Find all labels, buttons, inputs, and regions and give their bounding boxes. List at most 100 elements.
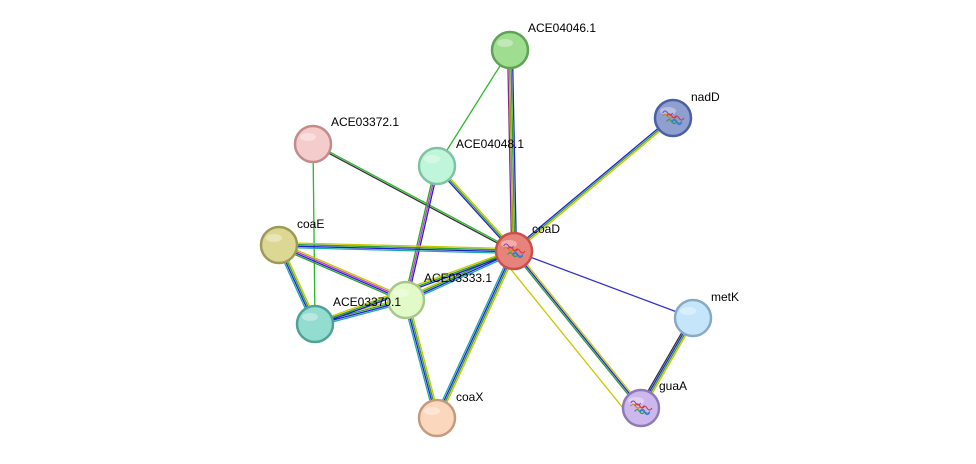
node-label-ACE03370.1: ACE03370.1 — [333, 295, 401, 309]
node-ACE04048.1[interactable] — [417, 146, 457, 186]
node-circle[interactable] — [386, 280, 426, 320]
edge-nadD-coaD — [512, 116, 675, 253]
edge-strand — [405, 165, 438, 301]
edge-strand — [406, 252, 516, 303]
edge-strand — [279, 243, 515, 251]
edge-strand — [312, 143, 316, 325]
structure-strand — [514, 248, 526, 254]
edge-strand — [506, 50, 513, 252]
node-highlight — [302, 313, 318, 321]
node-highlight — [680, 307, 696, 315]
structure-strand — [671, 120, 683, 126]
node-circle[interactable] — [259, 225, 299, 265]
edge-strand — [513, 250, 694, 319]
structure-strand — [639, 410, 651, 416]
structure-strand — [671, 118, 683, 124]
edge-ACE03333.1-coaX — [403, 299, 440, 419]
structure-strand — [666, 119, 678, 125]
edges-layer — [276, 49, 696, 420]
edge-strand — [513, 250, 642, 409]
edge-strand — [511, 49, 518, 251]
edge-strand — [514, 249, 643, 408]
edge-coaD-metK — [513, 250, 694, 319]
node-circle[interactable] — [673, 298, 713, 338]
node-nadD[interactable] — [653, 98, 693, 138]
edge-strand — [313, 142, 515, 251]
structure-strand — [662, 113, 674, 119]
structure-strand — [630, 403, 642, 409]
edge-strand — [407, 299, 440, 418]
node-ACE03372.1[interactable] — [293, 124, 333, 164]
edge-ACE04048.1-ACE03333.1 — [403, 165, 440, 301]
structure-strand — [634, 403, 646, 409]
node-guaA[interactable] — [621, 388, 661, 428]
edge-strand — [514, 118, 675, 253]
edge-strand — [406, 299, 439, 418]
structure-strand — [512, 251, 524, 257]
edge-strand — [279, 242, 408, 299]
node-metK[interactable] — [673, 298, 713, 338]
node-circle[interactable] — [490, 30, 530, 70]
node-coaD[interactable] — [494, 231, 534, 271]
edge-strand — [436, 49, 511, 167]
edge-strand — [437, 251, 516, 419]
node-label-ACE04048.1: ACE04048.1 — [456, 137, 524, 151]
node-label-coaE: coaE — [297, 217, 324, 231]
structure-strand — [503, 246, 515, 252]
edge-strand — [512, 251, 641, 410]
node-coaE[interactable] — [259, 225, 299, 265]
node-label-ACE03372.1: ACE03372.1 — [331, 115, 399, 129]
structure-strand — [512, 253, 524, 259]
edge-ACE04046.1-ACE04048.1 — [436, 49, 511, 167]
edge-strand — [405, 249, 514, 300]
node-highlight — [300, 133, 316, 141]
node-circle[interactable] — [295, 304, 335, 344]
labels-layer: coaDACE04046.1nadDACE03372.1ACE04048.1co… — [297, 21, 739, 404]
edge-strand — [278, 245, 514, 253]
node-highlight — [393, 289, 409, 297]
edge-strand — [312, 144, 514, 253]
edge-strand — [279, 243, 407, 300]
edge-ACE03372.1-ACE03370.1 — [312, 143, 316, 325]
node-ACE03370.1[interactable] — [295, 304, 335, 344]
node-circle[interactable] — [417, 398, 457, 438]
edge-strand — [403, 165, 437, 300]
structure-strand — [666, 113, 678, 119]
node-highlight — [497, 39, 513, 47]
node-label-coaD: coaD — [532, 222, 560, 236]
edge-coaE-coaD — [278, 241, 515, 255]
node-ACE04046.1[interactable] — [490, 30, 530, 70]
edge-strand — [406, 251, 515, 302]
edge-coaE-ACE03333.1 — [277, 242, 408, 303]
edge-strand — [277, 246, 406, 303]
edge-strand — [279, 241, 515, 250]
node-label-guaA: guaA — [659, 379, 687, 393]
node-circle[interactable] — [293, 124, 333, 164]
edge-coaD-guaA — [512, 249, 643, 410]
node-label-ACE04046.1: ACE04046.1 — [528, 21, 596, 35]
edge-strand — [438, 251, 517, 420]
edge-ACE04046.1-coaD — [506, 49, 518, 252]
structure-strand — [673, 115, 685, 121]
edge-strand — [403, 300, 436, 419]
node-label-ACE03333.1: ACE03333.1 — [424, 271, 492, 285]
protein-structure-icon — [662, 110, 685, 126]
edge-strand — [278, 245, 406, 302]
edge-strand — [502, 259, 631, 418]
node-highlight — [266, 234, 282, 242]
node-coaX[interactable] — [417, 398, 457, 438]
edge-strand — [512, 116, 673, 251]
node-highlight — [424, 155, 440, 163]
edge-strand — [510, 49, 516, 251]
nodes-layer — [259, 30, 713, 438]
structure-strand — [507, 246, 519, 252]
structure-strand — [639, 408, 651, 414]
edge-strand — [508, 50, 514, 252]
protein-structure-icon — [503, 243, 526, 259]
node-highlight — [424, 407, 440, 415]
edge-strand — [404, 300, 437, 419]
edge-strand — [434, 249, 513, 418]
node-circle[interactable] — [417, 146, 457, 186]
node-ACE03333.1[interactable] — [386, 280, 426, 320]
edge-coaD-guaA — [502, 259, 631, 418]
